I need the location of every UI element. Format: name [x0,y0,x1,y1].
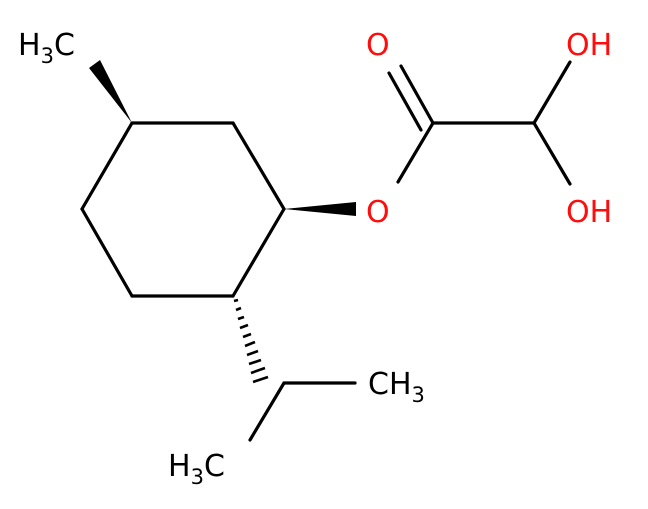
bond-carbonyl-double-1 [399,64,435,125]
label-methyl-right: CH3 [368,367,425,407]
bond-ch-oh-top [532,60,572,125]
label-hydroxyl-top: OH [566,28,612,63]
label-methyl-top: H3C [18,28,75,68]
cyclohexane-ring [80,121,286,298]
ring-bond-2 [231,121,286,211]
label-methyl-bottom: H3C [168,449,225,489]
ring-bond-6 [80,121,134,211]
bond-carbonyl-double-2 [387,71,423,132]
label-ester-oxygen: O [366,195,390,230]
bond-ester-o-carbonyl [396,121,435,184]
ring-bond-5 [80,207,134,298]
label-hydroxyl-bottom: OH [566,195,612,230]
wedge-bond-ester [284,202,356,216]
label-carbonyl-oxygen: O [366,28,390,63]
bond-ch-oh-bottom [532,121,572,186]
ring-bond-3 [231,207,286,298]
hash-bond-isopropyl [233,298,269,384]
bond-isopropyl-down [248,381,286,442]
wedge-bond-methyl [89,60,132,123]
